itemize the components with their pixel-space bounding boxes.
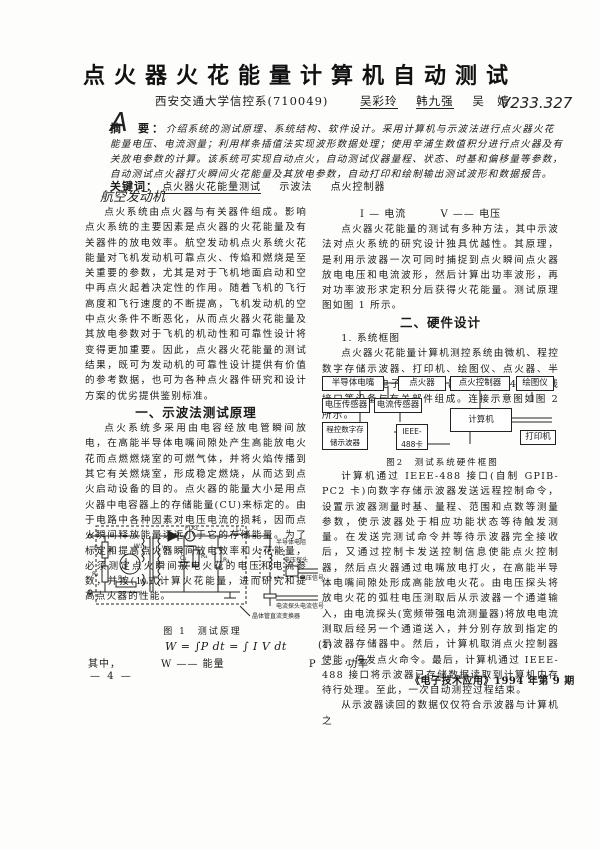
svg-text:电压信号: 电压信号 (300, 574, 324, 582)
formula-definitions-continued: I — 电流 V —— 电压 (360, 205, 531, 220)
formula-number: (1) (318, 640, 333, 651)
block-printer: 打印机 (520, 430, 556, 445)
svg-text:C₁: C₁ (180, 555, 187, 562)
definition-i: I — 电流 (360, 209, 407, 220)
svg-text:W₂: W₂ (162, 545, 171, 552)
author-3: 吴 婧 (472, 94, 510, 108)
svg-text:R₄: R₄ (201, 553, 208, 560)
block-igniter: 点火器 (398, 376, 446, 391)
subsection-heading: 1. 系统框图 (341, 333, 401, 345)
svg-text:R₃: R₃ (118, 575, 125, 582)
handwritten-code: V233.327 (500, 94, 573, 112)
section-1-heading: 一、示波法测试原理 (135, 404, 257, 420)
left-column: 点火系统由点火器与有关器件组成。影响点火系统的主要因素是点火器的火花能量及有关器… (85, 205, 307, 605)
definition-v: V —— 电压 (440, 209, 502, 220)
handwritten-mark-a: A (110, 108, 128, 138)
keyword-3: 点火控制器 (330, 182, 386, 193)
svg-text:E₁: E₁ (94, 545, 101, 552)
keyword-1: 点火器火花能量测试 (162, 182, 262, 194)
journal-footer: 《电子技术应用》1994 年第 9 期 (410, 676, 575, 687)
abstract-text: 介绍系统的测试原理、系统结构、软件设计。采用计算机与示波法进行点火器火花能量电压… (110, 124, 564, 180)
abstract: 摘 要：介绍系统的测试原理、系统结构、软件设计。采用计算机与示波法进行点火器火花… (110, 121, 565, 182)
figure-2-connectors (359, 382, 552, 445)
energy-formula: W = ∫P dt = ∫ I V dt (165, 640, 287, 653)
keyword-2: 示波法 (279, 182, 313, 193)
author-1: 吴彩玲 (360, 94, 398, 109)
data-readback-paragraph: 从示波器读回的数据仅仅符合示波器与计算机之 (322, 700, 559, 727)
svg-text:半导体电阻: 半导体电阻 (276, 538, 306, 546)
svg-text:R₅: R₅ (223, 557, 230, 564)
svg-text:R₁: R₁ (110, 547, 117, 554)
keywords: 关键词： 点火器火花能量测试 示波法 点火控制器 (110, 178, 400, 194)
svg-text:电流探头电流信号: 电流探头电流信号 (276, 602, 324, 610)
block-ignition-controller: 点火控制器 (450, 376, 510, 391)
paper-title: 点火器火花能量计算机自动测试 (82, 63, 517, 89)
definition-p: P —— 功率 (308, 659, 369, 670)
block-plotter: 绘图仪 (516, 376, 554, 391)
figure-2-caption: 图2 测试系统硬件框图 (386, 458, 499, 468)
keywords-label: 关键词： (110, 180, 158, 193)
author-list: 吴彩玲 韩九强 吴 婧 (360, 93, 524, 109)
svg-text:L₁: L₁ (236, 526, 242, 533)
block-voltage-sensor: 电压传感器 (322, 398, 370, 413)
method-paragraph: 点火器火花能量的测试有多种方法，其中示波法对点火系统的研究设计独具优越性。其原理… (322, 224, 559, 312)
block-oscilloscope: 程控数字存储示波器 (322, 422, 368, 450)
svg-text:晶体管直流变换器: 晶体管直流变换器 (252, 612, 300, 620)
affiliation: 西安交通大学信控系(710049) (155, 94, 329, 108)
svg-text:W₃: W₃ (140, 579, 149, 586)
page-number: — 4 — (90, 671, 133, 682)
right-column-bottom: 计算机通过 IEEE-488 接口(自制 GPIB-PC2 卡)向数字存储示波器… (322, 469, 559, 729)
block-semiconductor-plug: 半导体电嘴 (322, 376, 384, 391)
author-2: 韩九强 (416, 94, 454, 109)
section-2-heading: 二、硬件设计 (399, 314, 481, 330)
block-current-sensor: 电流传感器 (374, 398, 422, 413)
figure-1-caption: 图 1 测试原理 (163, 627, 242, 637)
svg-text:电压探头: 电压探头 (284, 556, 308, 564)
block-computer: 计算机 (450, 408, 512, 432)
block-ieee488-card: IEEE-488卡 (396, 424, 428, 450)
figure-2-block-diagram: 半导体电嘴 点火器 点火控制器 绘图仪 电压传感器 电流传感器 计算机 程控数字… (320, 372, 565, 452)
handwritten-keyword-note: 航空发动机 (100, 190, 166, 205)
svg-text:R₂: R₂ (92, 571, 99, 578)
formula-definitions: 其中，W —— 能量 P —— 功率 (88, 655, 409, 670)
svg-text:W₁: W₁ (134, 543, 143, 550)
intro-paragraph: 点火系统由点火器与有关器件组成。影响点火系统的主要因素是点火器的火花能量及有关器… (85, 207, 307, 402)
svg-text:FDG: FDG (185, 525, 198, 532)
control-flow-paragraph: 计算机通过 IEEE-488 接口(自制 GPIB-PC2 卡)向数字存储示波器… (322, 471, 559, 697)
abstract-label: 摘 要： (110, 122, 166, 135)
definition-w: 其中，W —— 能量 (88, 659, 225, 670)
